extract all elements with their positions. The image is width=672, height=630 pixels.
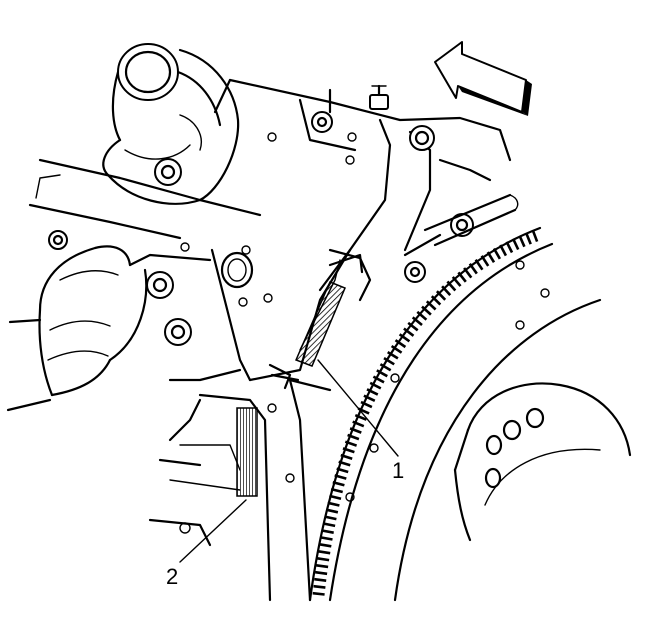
gear-tooth	[499, 244, 508, 257]
gear-tooth	[334, 474, 347, 480]
gear-tooth	[430, 295, 442, 306]
gear-tooth	[416, 310, 428, 321]
gear-tooth	[390, 345, 403, 354]
gear-tooth	[321, 529, 334, 534]
gear-tooth	[316, 564, 329, 569]
gear-tooth	[383, 356, 395, 366]
gear-tooth	[340, 453, 353, 460]
gear-tooth	[403, 327, 415, 337]
gear-tooth	[486, 251, 496, 263]
gear-tooth	[511, 238, 520, 251]
gear-tooth	[451, 276, 462, 287]
gear-tooth	[336, 467, 349, 474]
gear-tooth	[411, 316, 423, 327]
gear-tooth	[446, 280, 457, 292]
gear-tooth	[441, 285, 452, 296]
gear-tooth	[320, 536, 333, 541]
gear-tooth	[398, 333, 411, 343]
gear-tooth	[330, 487, 344, 494]
gear-tooth	[325, 508, 339, 514]
gear-tooth	[474, 258, 484, 271]
gear-tooth	[317, 557, 330, 562]
gear-tooth	[319, 543, 332, 548]
engine-block	[28, 78, 512, 602]
gear-tooth	[518, 235, 526, 248]
callout-2: 2	[166, 564, 179, 589]
gear-tooth	[457, 271, 467, 283]
gear-tooth	[360, 400, 373, 409]
coolant-pipe	[403, 193, 519, 257]
casting-holes	[179, 132, 550, 534]
gear-tooth	[531, 229, 539, 243]
gear-tooth	[394, 339, 407, 349]
fasteners	[48, 84, 474, 346]
gear-tooth	[349, 427, 362, 434]
gear-tooth	[329, 494, 342, 501]
flywheel-ring-gear	[308, 226, 602, 602]
gear-tooth	[344, 440, 358, 447]
gear-tooth	[463, 267, 473, 279]
gear-tooth	[480, 255, 490, 267]
ring-gear-teeth	[312, 229, 539, 596]
gear-tooth	[324, 515, 337, 521]
callout-1: 1	[392, 458, 405, 483]
gear-tooth	[338, 460, 351, 467]
gear-tooth	[376, 369, 388, 378]
gear-tooth	[435, 290, 447, 301]
gear-tooth	[352, 420, 365, 428]
gear-tooth	[366, 388, 379, 396]
gear-tooth	[332, 480, 345, 487]
sealant-area-2	[236, 407, 258, 497]
gear-tooth	[492, 247, 502, 260]
gear-tooth	[505, 241, 514, 254]
flywheel-hub	[453, 382, 632, 542]
gear-tooth	[421, 305, 432, 316]
direction-arrow-icon	[434, 41, 532, 116]
gear-tooth	[425, 300, 437, 311]
gear-tooth	[468, 263, 478, 275]
gear-tooth	[369, 381, 382, 390]
exhaust-manifold	[6, 245, 212, 412]
gear-tooth	[314, 577, 327, 582]
gear-tooth	[347, 433, 360, 441]
gear-tooth	[312, 591, 325, 596]
gear-tooth	[387, 350, 399, 360]
gear-tooth	[379, 363, 392, 372]
gear-tooth	[327, 501, 340, 507]
gear-tooth	[318, 550, 331, 555]
gear-tooth	[407, 321, 419, 332]
gear-tooth	[323, 522, 336, 528]
sealant-area-1	[270, 253, 364, 382]
gear-tooth	[363, 394, 376, 402]
gear-tooth	[342, 447, 355, 454]
gear-tooth	[315, 570, 328, 576]
gear-tooth	[372, 375, 385, 384]
gear-tooth	[354, 413, 367, 421]
water-outlet-housing	[102, 43, 240, 205]
leader-lines	[179, 359, 399, 563]
gear-tooth	[524, 232, 532, 245]
gear-tooth	[313, 584, 326, 589]
